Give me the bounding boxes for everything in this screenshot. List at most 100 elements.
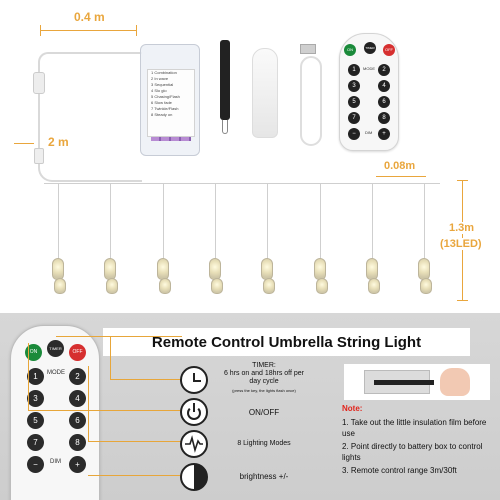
power-bar bbox=[193, 403, 195, 412]
led-bulb bbox=[261, 258, 273, 280]
led-bulb bbox=[263, 278, 275, 294]
light-strand bbox=[215, 183, 216, 259]
led-bulb bbox=[54, 278, 66, 294]
number-button-large-5: 5 bbox=[27, 412, 44, 429]
number-button-large-1: 1 bbox=[27, 368, 44, 385]
number-button-large-3: 3 bbox=[27, 390, 44, 407]
number-button-7: 7 bbox=[348, 112, 360, 124]
mode-line-5: 5 Chasing/Flash bbox=[151, 94, 180, 99]
led-bulb bbox=[211, 278, 223, 294]
mode-line-6: 6 Slow fade bbox=[151, 100, 172, 105]
light-strand bbox=[424, 183, 425, 259]
width-dimension-tick-left bbox=[40, 25, 41, 36]
mode-line-3: 3 Sequential bbox=[151, 82, 174, 87]
number-button-1: 1 bbox=[348, 64, 360, 76]
timer-button-large: TIMER bbox=[47, 340, 64, 357]
led-label: (13LED) bbox=[440, 238, 482, 250]
plastic-clips bbox=[252, 48, 278, 138]
led-bulb bbox=[314, 258, 326, 280]
hanging-wire bbox=[44, 183, 440, 184]
led-bulb bbox=[420, 278, 432, 294]
onoff-connector bbox=[28, 343, 182, 411]
mode-line-7: 7 Twinkle/Flash bbox=[151, 106, 179, 111]
insulation-tab bbox=[374, 380, 434, 385]
power-cable bbox=[38, 52, 142, 182]
spacing-label: 0.08m bbox=[384, 160, 416, 172]
drop-dimension-tick-bottom bbox=[457, 300, 468, 301]
led-bulb bbox=[418, 258, 430, 280]
number-button-large-7: 7 bbox=[27, 434, 44, 451]
drop-label: 1.3m bbox=[449, 222, 475, 234]
number-button-5: 5 bbox=[348, 96, 360, 108]
light-strand bbox=[110, 183, 111, 259]
off-button: OFF bbox=[383, 44, 395, 56]
led-bulb bbox=[52, 258, 64, 280]
power-ring bbox=[187, 406, 201, 420]
number-button-8: 8 bbox=[378, 112, 390, 124]
number-button-3: 3 bbox=[348, 80, 360, 92]
number-button-large-4: 4 bbox=[69, 390, 86, 407]
onoff-text: ON/OFF bbox=[248, 408, 280, 417]
brightness-connector bbox=[88, 456, 182, 476]
spacing-dimension-line bbox=[376, 176, 426, 177]
timer-connector bbox=[56, 336, 182, 376]
mode-line-8: 8 Steady on bbox=[151, 112, 173, 117]
strap-hook bbox=[222, 120, 228, 134]
number-button-large-6: 6 bbox=[69, 412, 86, 429]
off-button-large: OFF bbox=[69, 344, 86, 361]
hanging-strap bbox=[220, 40, 230, 120]
light-strand bbox=[267, 183, 268, 259]
dim-minus-button: − bbox=[348, 128, 360, 140]
led-bulb bbox=[106, 278, 118, 294]
led-bulb bbox=[366, 258, 378, 280]
dim-label: DIM bbox=[365, 130, 373, 135]
pulse-wave-svg bbox=[185, 435, 203, 453]
on-button: ON bbox=[344, 44, 356, 56]
led-bulb bbox=[104, 258, 116, 280]
clock-icon bbox=[180, 366, 208, 394]
cable-dimension-arrow bbox=[14, 143, 34, 144]
timer-title: TIMER: bbox=[252, 362, 276, 369]
note-item-1: 1. Take out the little insulation film b… bbox=[342, 418, 487, 438]
cable-label: 2 m bbox=[48, 135, 69, 149]
number-button-2: 2 bbox=[378, 64, 390, 76]
product-title: Remote Control Umbrella String Light bbox=[103, 328, 470, 356]
timer-connector-vertical bbox=[110, 336, 182, 380]
mode-label: MODE bbox=[363, 66, 375, 71]
mode-line-1: 1 Combination bbox=[151, 70, 177, 75]
brightness-text: brightness +/- bbox=[239, 472, 289, 481]
width-dimension-line bbox=[40, 30, 136, 31]
timer-note: (press the key, the lights flash once) bbox=[232, 388, 296, 393]
timer-button: TIMER bbox=[364, 42, 376, 54]
number-button-large-2: 2 bbox=[69, 368, 86, 385]
modes-connector bbox=[88, 366, 182, 442]
usb-cable bbox=[300, 56, 322, 146]
pulse-wave-icon bbox=[180, 430, 208, 458]
power-icon bbox=[180, 398, 208, 426]
light-strand bbox=[372, 183, 373, 259]
mode-line-4: 4 Slo glo bbox=[151, 88, 167, 93]
number-button-4: 4 bbox=[378, 80, 390, 92]
clock-hand-minute bbox=[194, 380, 201, 382]
led-bulb bbox=[209, 258, 221, 280]
mode-label-large: MODE bbox=[47, 370, 65, 376]
dim-plus-button-large: + bbox=[69, 456, 86, 473]
note-item-3: 3. Remote control range 3m/30ft bbox=[342, 466, 457, 475]
battery-box: 1 Combination 2 In wave 3 Sequential 4 S… bbox=[140, 44, 200, 156]
hand-icon bbox=[440, 368, 470, 396]
on-button-large: ON bbox=[25, 344, 42, 361]
light-strand bbox=[58, 183, 59, 259]
modes-text: 8 Lighting Modes bbox=[237, 440, 291, 447]
led-bulb bbox=[368, 278, 380, 294]
cable-connector bbox=[33, 72, 45, 94]
dim-minus-button-large: − bbox=[27, 456, 44, 473]
remote-control-small: ON TIMER OFF 1 MODE 2 3 4 5 6 7 8 − DIM … bbox=[339, 33, 399, 151]
timer-description: 6 hrs on and 18hrs off per day cycle bbox=[223, 370, 305, 385]
cable-switch bbox=[34, 148, 44, 164]
insulation-film-photo bbox=[344, 364, 490, 400]
dim-label-large: DIM bbox=[50, 459, 61, 465]
width-dimension-tick-right bbox=[136, 25, 137, 36]
drop-dimension-tick-top bbox=[457, 180, 468, 181]
brightness-icon bbox=[180, 463, 208, 491]
